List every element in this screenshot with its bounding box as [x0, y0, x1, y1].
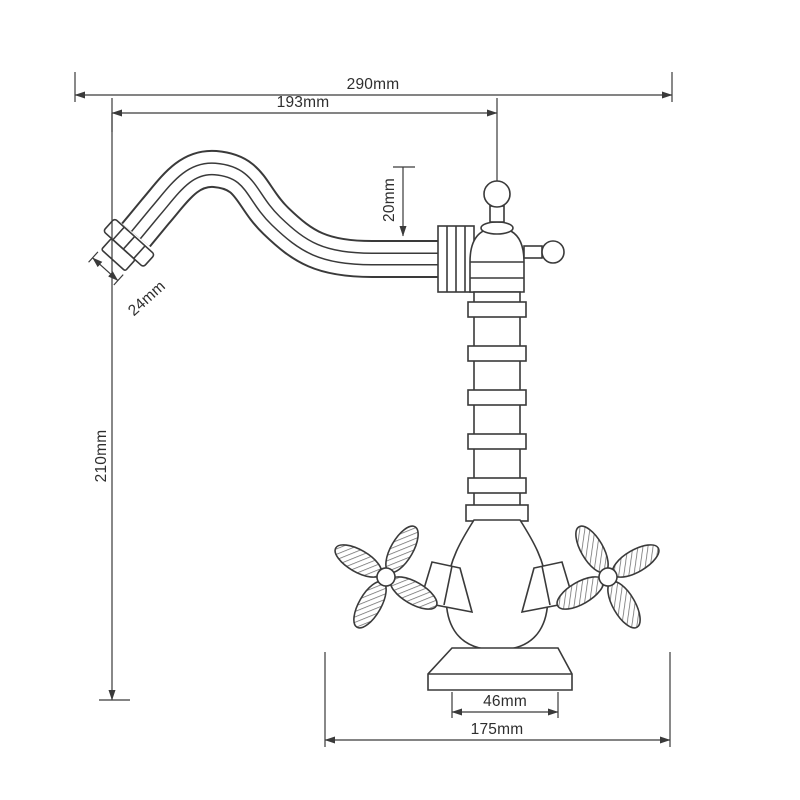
- spout-head: [469, 180, 565, 293]
- dim-base-width: [324, 652, 671, 747]
- spout-reach-label: 193mm: [277, 94, 330, 111]
- dim-outlet-diameter: [88, 251, 124, 286]
- overall-width-label: 290mm: [347, 76, 400, 93]
- spout-diameter-label: 20mm: [381, 178, 398, 222]
- dim-overall-width: [74, 72, 673, 102]
- spout-nut: [437, 225, 475, 293]
- overall-height-label: 210mm: [93, 430, 110, 483]
- dim-base-top-width: [451, 692, 559, 718]
- spout: [121, 149, 440, 278]
- dimensions: [74, 72, 673, 747]
- base-width-label: 175mm: [471, 721, 524, 738]
- dim-spout-diameter: [393, 166, 415, 237]
- faucet-drawing: [88, 149, 660, 691]
- base-top-width-label: 46mm: [483, 693, 527, 710]
- outlet-diameter-label: 24mm: [125, 278, 169, 320]
- column: [465, 291, 529, 522]
- left-cross-handle: [334, 525, 438, 629]
- spout-outlet: [88, 218, 155, 286]
- finial-neck: [489, 205, 505, 223]
- right-handle: [520, 525, 660, 629]
- base: [427, 647, 573, 691]
- left-handle: [334, 525, 474, 629]
- dim-overall-height: [99, 113, 130, 701]
- finial-ball: [483, 180, 511, 208]
- side-knob: [523, 240, 565, 264]
- right-cross-handle: [556, 525, 660, 629]
